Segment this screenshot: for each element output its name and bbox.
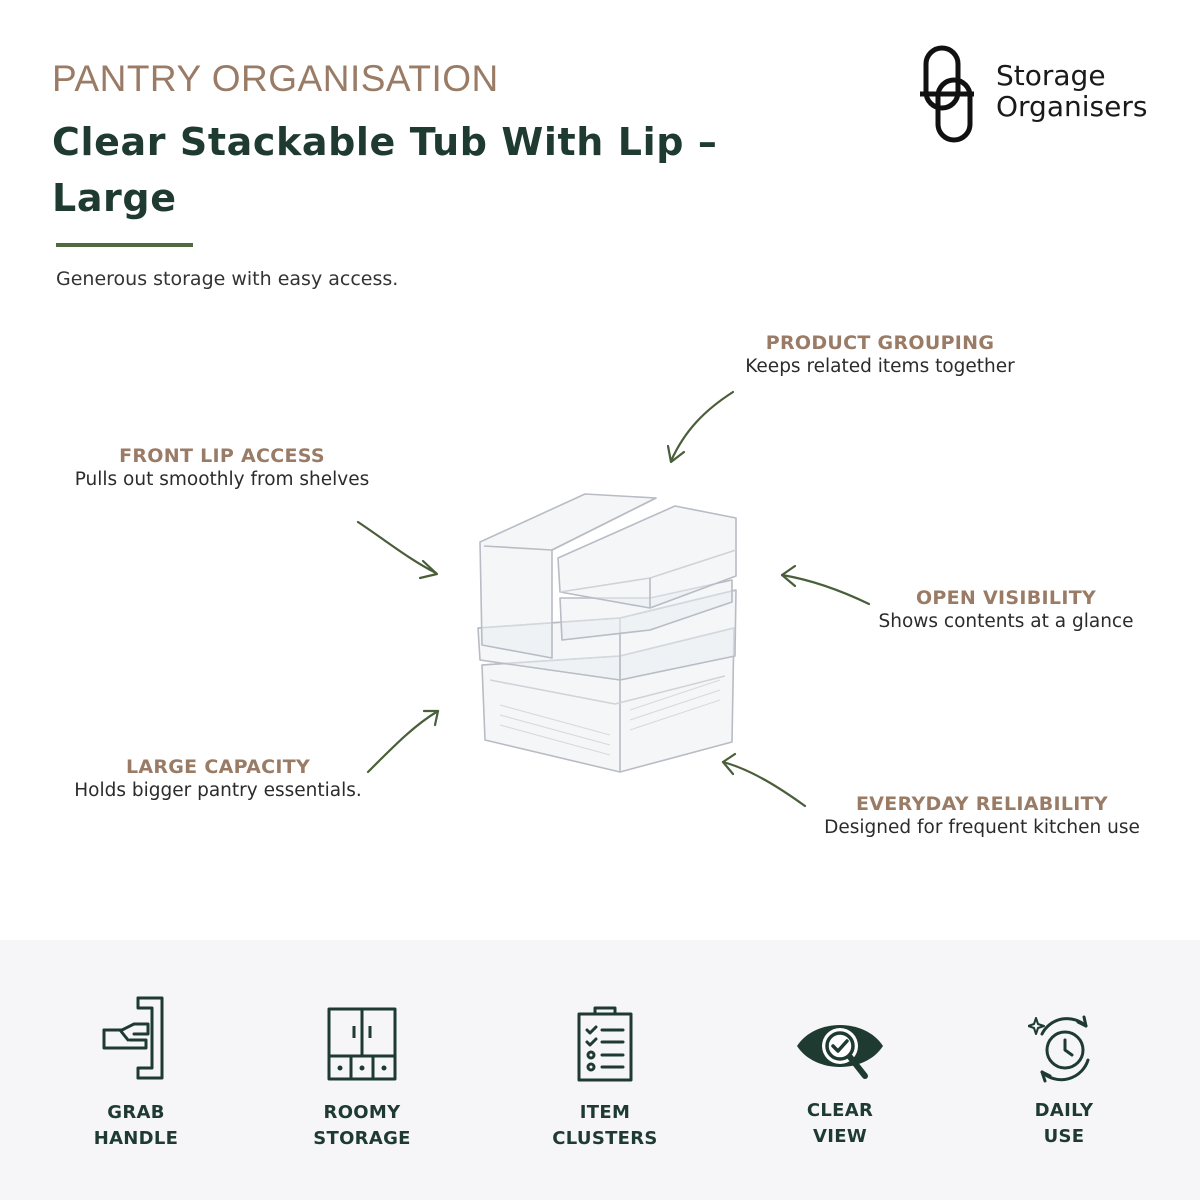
callout-title: PRODUCT GROUPING <box>765 332 995 354</box>
feature-label-line1: DAILY <box>1034 1100 1094 1121</box>
feature-label-line1: ITEM <box>579 1102 631 1123</box>
category-heading: PANTRY ORGANISATION <box>52 58 499 99</box>
callout-desc: Holds bigger pantry essentials. <box>74 780 362 801</box>
logo-wordmark: Storage Organisers <box>996 60 1147 122</box>
logo-icon <box>920 45 974 143</box>
feature-label-line1: GRAB <box>107 1102 165 1123</box>
feature-label-line2: HANDLE <box>93 1128 179 1149</box>
callout-title: EVERYDAY RELIABILITY <box>856 793 1108 815</box>
page-subtitle: Generous storage with easy access. <box>56 268 399 290</box>
cabinet-icon <box>327 1007 397 1081</box>
callout-title: FRONT LIP ACCESS <box>119 445 325 467</box>
feature-label-line2: STORAGE <box>313 1128 411 1149</box>
callout-desc: Shows contents at a glance <box>878 611 1134 632</box>
feature-label-line2: USE <box>1043 1126 1085 1147</box>
feature-item-clusters: ITEM CLUSTERS <box>505 1004 705 1152</box>
feature-label-line2: CLUSTERS <box>552 1128 658 1149</box>
page-title: Clear Stackable Tub With Lip – Large <box>52 120 718 220</box>
arrow-icon <box>366 709 440 774</box>
callout-large-capacity: LARGE CAPACITY Holds bigger pantry essen… <box>58 756 378 801</box>
clock-cycle-icon <box>1028 1015 1090 1083</box>
feature-label-line2: VIEW <box>813 1126 867 1147</box>
arrow-icon <box>666 390 735 464</box>
feature-daily-use: DAILY USE <box>964 1012 1164 1150</box>
arrow-icon <box>356 520 439 580</box>
product-image-stacked-tubs <box>477 493 737 773</box>
callout-title: LARGE CAPACITY <box>125 756 311 778</box>
feature-clear-view: CLEAR VIEW <box>740 1014 940 1150</box>
feature-label-line1: ROOMY <box>323 1102 401 1123</box>
feature-grab-handle: GRAB HANDLE <box>36 994 236 1152</box>
eye-magnifier-icon <box>797 1025 883 1079</box>
callout-title: OPEN VISIBILITY <box>915 587 1097 609</box>
callout-open-visibility: OPEN VISIBILITY Shows contents at a glan… <box>866 587 1146 632</box>
callout-desc: Pulls out smoothly from shelves <box>74 469 370 490</box>
title-underline <box>56 243 193 247</box>
grab-handle-icon <box>102 996 164 1080</box>
callout-product-grouping: PRODUCT GROUPING Keeps related items tog… <box>730 332 1030 377</box>
callout-desc: Designed for frequent kitchen use <box>824 817 1140 838</box>
arrow-icon <box>780 564 871 606</box>
feature-roomy-storage: ROOMY STORAGE <box>262 1006 462 1152</box>
clipboard-checklist-icon <box>577 1006 633 1082</box>
callout-desc: Keeps related items together <box>745 356 1015 377</box>
callout-everyday-reliability: EVERYDAY RELIABILITY Designed for freque… <box>812 793 1152 838</box>
logo-line-2: Organisers <box>996 90 1148 123</box>
features-band <box>0 940 1200 1200</box>
feature-label-line1: CLEAR <box>806 1100 874 1121</box>
logo-line-1: Storage <box>996 59 1106 92</box>
callout-front-lip: FRONT LIP ACCESS Pulls out smoothly from… <box>62 445 382 490</box>
